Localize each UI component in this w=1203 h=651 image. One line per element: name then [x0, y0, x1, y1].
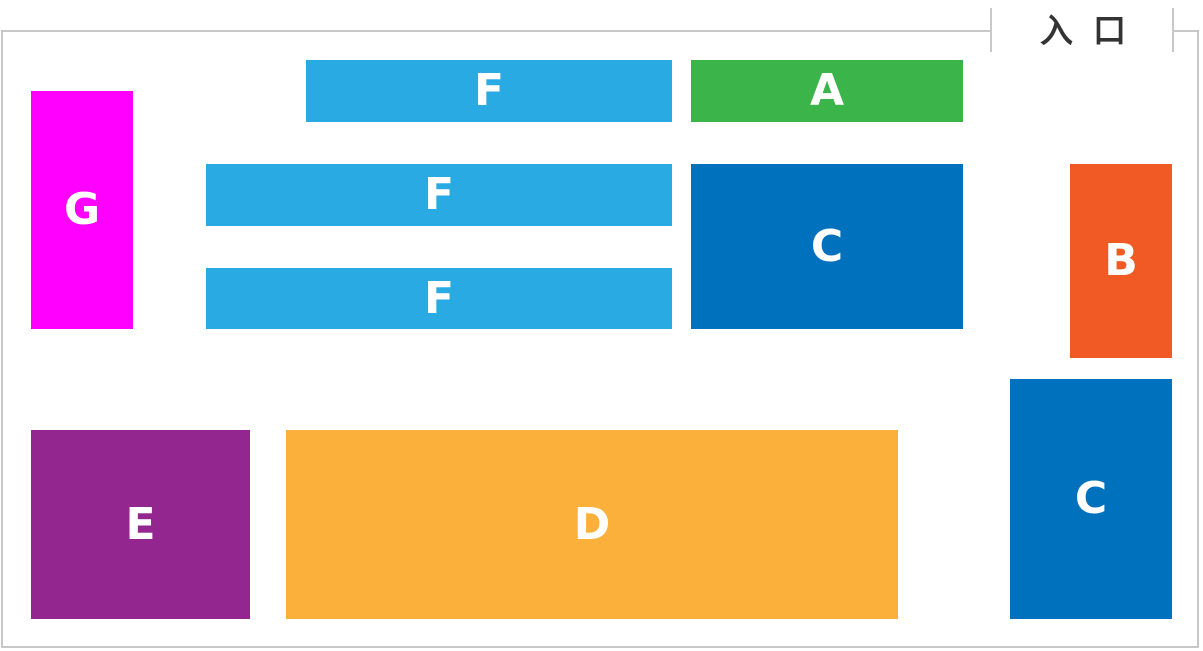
zone-d[interactable]: D: [286, 430, 898, 619]
zone-label: E: [125, 498, 156, 550]
zone-c-center[interactable]: C: [691, 164, 963, 329]
zone-label: F: [473, 65, 505, 116]
zone-label: C: [1074, 473, 1108, 524]
zone-label: A: [809, 65, 845, 116]
zone-label: B: [1104, 235, 1138, 286]
zone-label: F: [423, 272, 455, 324]
entrance-left-post: [990, 8, 992, 52]
zone-label: D: [573, 498, 611, 550]
zone-f-top[interactable]: F: [306, 60, 672, 122]
zone-e[interactable]: E: [31, 430, 250, 619]
zone-a[interactable]: A: [691, 60, 963, 122]
entrance-opening: [992, 24, 1174, 36]
zone-g[interactable]: G: [31, 91, 133, 329]
zone-b[interactable]: B: [1070, 164, 1172, 358]
zone-f-middle[interactable]: F: [206, 164, 672, 226]
zone-label: G: [63, 184, 101, 235]
zone-c-right[interactable]: C: [1010, 379, 1172, 619]
zone-f-bottom[interactable]: F: [206, 268, 672, 329]
zone-label: F: [423, 169, 455, 220]
entrance-label: 入口: [1040, 11, 1146, 50]
entrance-right-post: [1172, 8, 1174, 52]
zone-label: C: [810, 220, 844, 272]
